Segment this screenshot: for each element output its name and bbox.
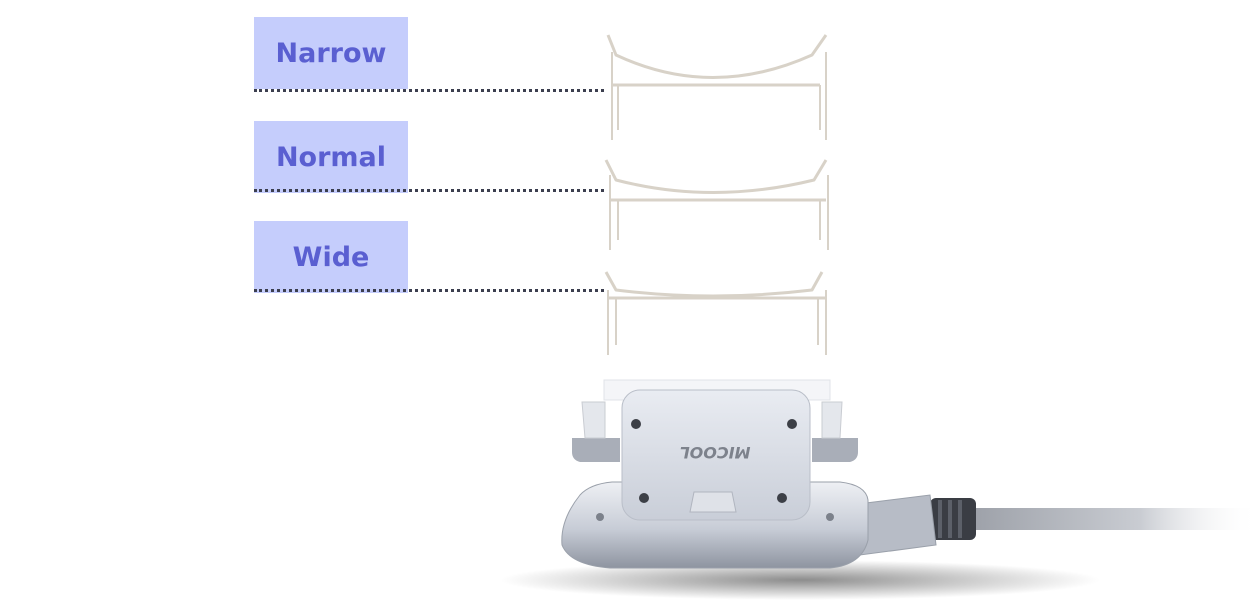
side-bracket-right [812, 401, 858, 462]
narrow-label: Narrow [275, 37, 387, 69]
device-logo: MICOOL [679, 443, 750, 462]
device-shadow [500, 560, 1100, 600]
narrow-label-box: Narrow [254, 17, 408, 89]
cable [849, 494, 1260, 556]
side-bracket-left [572, 401, 620, 462]
applicator-tip-normal [604, 159, 829, 250]
device-body [621, 389, 811, 521]
normal-label-box: Normal [254, 121, 408, 193]
narrow-guide-line [254, 89, 604, 92]
normal-label: Normal [275, 141, 387, 173]
wide-label-box: Wide [254, 221, 408, 293]
applicator-tip-wide [604, 271, 827, 355]
applicator-tip-narrow [606, 34, 828, 140]
normal-guide-line [254, 189, 604, 192]
wide-label: Wide [292, 241, 370, 273]
wide-guide-line [254, 289, 604, 292]
